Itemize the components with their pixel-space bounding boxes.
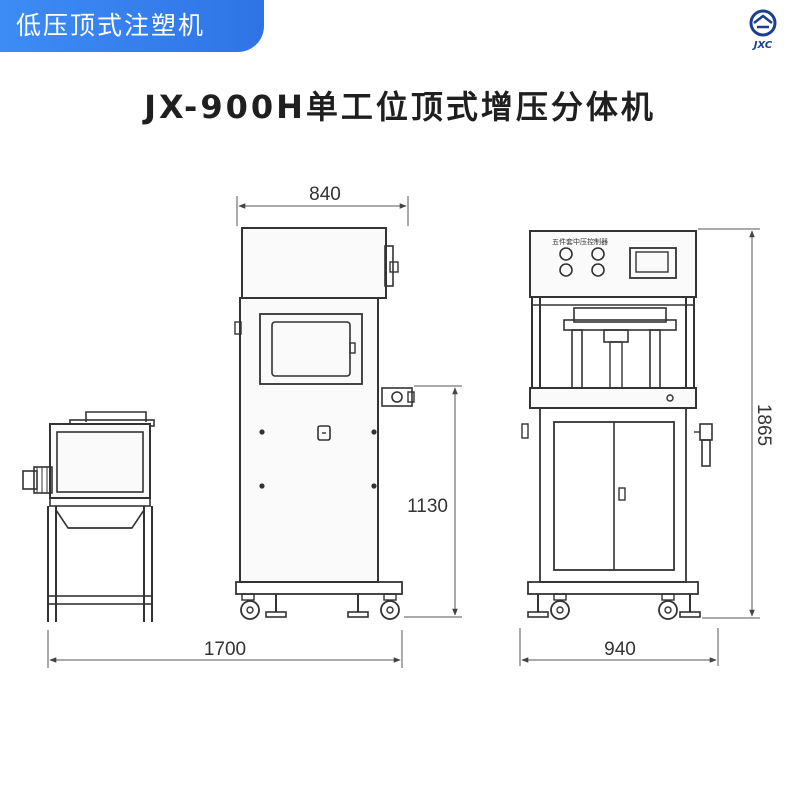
- front-view: [234, 227, 415, 620]
- brand-text: JXC: [752, 40, 773, 51]
- dim-table-height: 1130: [407, 496, 448, 517]
- panel-label: 五件套中压控制器: [552, 237, 608, 246]
- dimension-lines: [47, 196, 760, 668]
- jxc-logo-icon: JXC: [749, 9, 777, 51]
- dim-total-length: 1700: [204, 639, 246, 660]
- right-view: 五件套中压控制器: [521, 230, 713, 620]
- side-view: [22, 411, 155, 622]
- dim-front-width: 840: [309, 184, 341, 205]
- dim-side-width: 940: [604, 639, 636, 660]
- category-tag: 低压顶式注塑机: [0, 0, 264, 52]
- dim-total-height: 1865: [753, 404, 774, 446]
- page-title: JX-900H单工位顶式增压分体机: [144, 88, 656, 126]
